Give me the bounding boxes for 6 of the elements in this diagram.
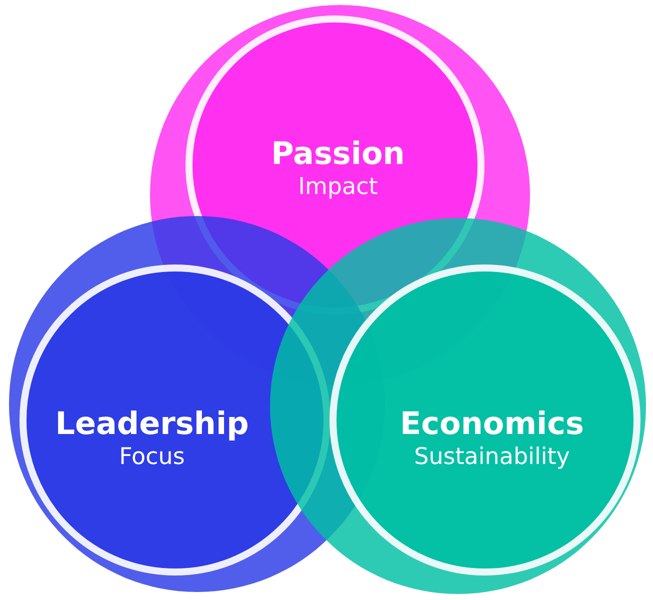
circle-subtitle: Focus [119,443,185,472]
circle-subtitle: Sustainability [414,443,570,472]
circle-subtitle: Impact [298,173,378,202]
circle-heading: Passion [271,136,405,174]
circle-heading: Economics [400,406,584,444]
circle-heading: Leadership [55,406,249,444]
